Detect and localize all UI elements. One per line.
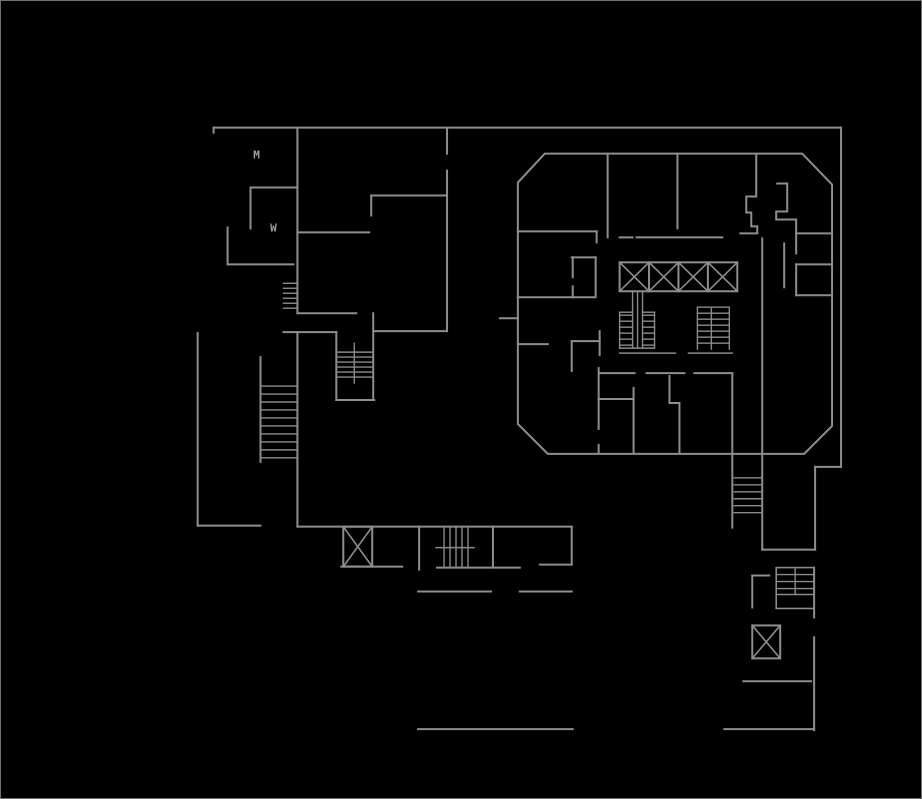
label-m: M <box>253 149 260 162</box>
elevator-bank <box>618 261 739 293</box>
outline-and-notch-walls <box>516 152 834 455</box>
shaft-bottom-strip <box>342 525 374 568</box>
wall-lines <box>196 126 843 732</box>
notch-wall-b <box>775 182 798 234</box>
room-labels: MW <box>253 149 277 235</box>
notch-wall-a <box>739 153 759 235</box>
x-shafts <box>342 525 782 660</box>
stair-boxes <box>775 566 815 610</box>
shaft-south-east <box>751 624 782 660</box>
se-stair-box <box>775 566 815 610</box>
label-w: W <box>270 221 277 234</box>
stair-lines <box>259 282 815 596</box>
octagon-core-outline <box>516 152 834 455</box>
